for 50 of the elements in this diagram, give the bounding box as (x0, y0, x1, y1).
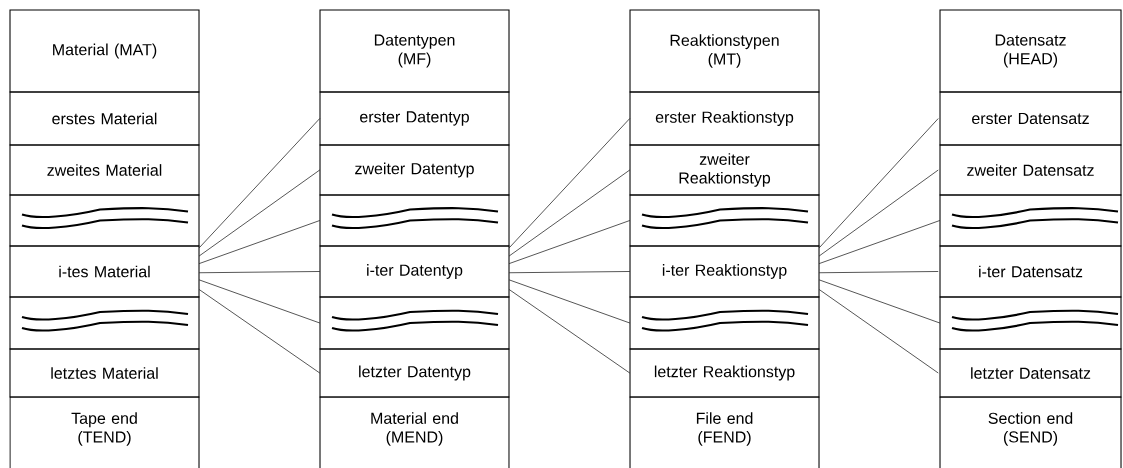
connector-line (508, 279, 631, 324)
connector-line (508, 271, 631, 274)
table-cell: Tape end (TEND) (9, 396, 200, 468)
table-cell: zweiter Datentyp (319, 144, 510, 196)
table-cell: erster Reaktionstyp (629, 91, 820, 146)
table-cell: Reaktionstypen (MT) (629, 9, 820, 93)
wavy-line-cell (9, 194, 200, 247)
connector-line (818, 279, 941, 324)
wavy-line-cell (939, 194, 1122, 247)
wavy-line-cell (319, 296, 510, 350)
connector-line (818, 220, 941, 264)
wavy-line-cell (939, 296, 1122, 350)
table-cell: erstes Material (9, 91, 200, 146)
wavy-line-cell (629, 194, 820, 247)
table-cell: zweites Material (9, 144, 200, 196)
table-cell: i-ter Reaktionstyp (629, 245, 820, 298)
wavy-line-cell (319, 194, 510, 247)
table-cell: erster Datensatz (939, 91, 1122, 146)
connector-line (198, 289, 321, 374)
connector-line (818, 169, 939, 257)
table-cell: i-tes Material (9, 245, 200, 298)
table-cell: i-ter Datentyp (319, 245, 510, 298)
connector-line (508, 289, 631, 374)
table-cell: Material end (MEND) (319, 396, 510, 468)
table-cell: letzter Datentyp (319, 348, 510, 398)
table-cell: letzter Reaktionstyp (629, 348, 820, 398)
connector-line (198, 118, 321, 249)
table-cell: i-ter Datensatz (939, 245, 1122, 298)
connector-line (198, 271, 321, 274)
connector-line (508, 220, 631, 264)
connector-line (508, 169, 631, 257)
connector-line (508, 118, 631, 249)
wavy-line-cell (629, 296, 820, 350)
table-cell: Section end (SEND) (939, 396, 1122, 468)
table-cell: File end (FEND) (629, 396, 820, 468)
connector-line (818, 289, 939, 374)
table-cell: letztes Material (9, 348, 200, 398)
table-cell: Datensatz (HEAD) (939, 9, 1122, 93)
connector-line (198, 220, 321, 264)
connector-line (818, 118, 939, 249)
table-cell: erster Datentyp (319, 91, 510, 146)
table-cell: Material (MAT) (9, 9, 200, 93)
table-cell: Datentypen (MF) (319, 9, 510, 93)
connector-line (198, 279, 321, 324)
table-cell: letzter Datensatz (939, 348, 1122, 398)
connector-line (198, 169, 321, 257)
wavy-line-cell (9, 296, 200, 350)
table-cell: zweiter Datensatz (939, 144, 1122, 196)
connector-line (818, 271, 939, 274)
table-cell: zweiter Reaktionstyp (629, 144, 820, 196)
